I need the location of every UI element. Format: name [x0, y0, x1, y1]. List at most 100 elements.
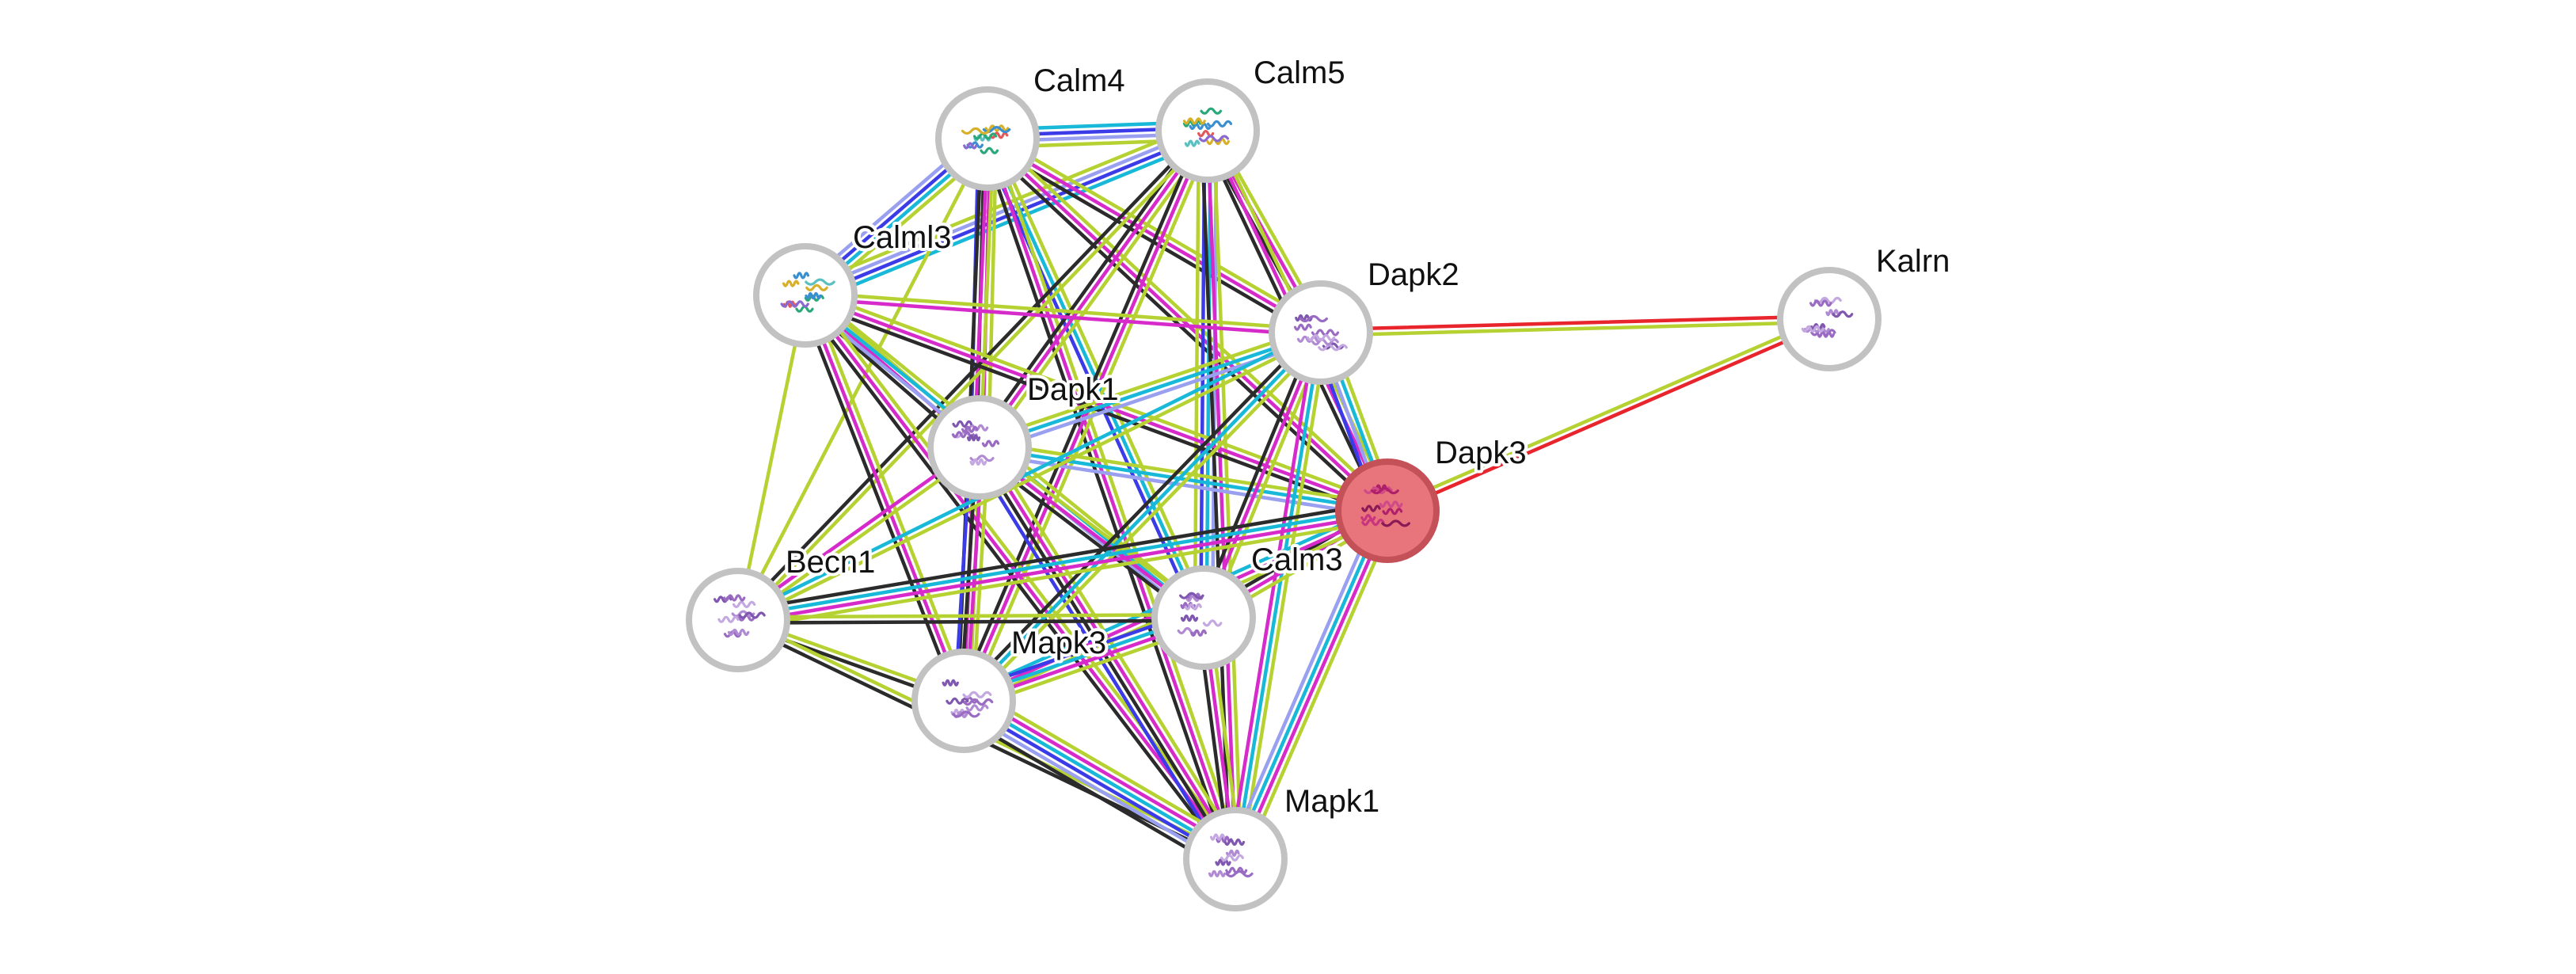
node-label-halo: Mapk1 [1284, 784, 1379, 819]
edge-dapk2-becn1[interactable] [735, 328, 1324, 625]
edge-evidence-textmining [809, 291, 972, 701]
edge-evidence-coexpression [797, 295, 961, 705]
edge-evidence-textmining [736, 613, 1206, 619]
edge-evidence-experiments [1236, 510, 1392, 862]
edge-evidence-textmining [1318, 320, 1832, 337]
node-label-halo: Dapk3 [1435, 436, 1527, 470]
edge-dapk3-mapk1[interactable] [1225, 505, 1398, 865]
node-label: Dapk1 [1027, 372, 1119, 407]
edge-evidence-textmining [738, 131, 1212, 624]
edge-evidence-databases [977, 330, 1323, 450]
edge-evidence-experiments [985, 136, 1238, 862]
protein-structure-icon [961, 124, 1011, 154]
edge-evidence-textmining [967, 131, 1216, 706]
edge-evidence-experiments [961, 128, 1210, 703]
edge-evidence-experiments [966, 691, 1242, 854]
edge-evidence-coexpression [980, 139, 1232, 863]
edge-dapk2-kalrn[interactable] [1318, 314, 1832, 337]
edge-calml3-becn1[interactable] [736, 293, 808, 622]
node-label-halo: Becn1 [786, 545, 875, 580]
edge-evidence-homology [1225, 505, 1381, 858]
node-label: Mapk3 [1011, 626, 1106, 660]
edge-evidence-experiments [736, 512, 1390, 625]
protein-structure-icon [780, 272, 835, 313]
node-label: Calm5 [1254, 55, 1345, 90]
edge-evidence-databases [963, 696, 1239, 859]
edge-evidence-coexpression [957, 326, 1318, 699]
protein-structure-icon [1208, 833, 1254, 878]
edge-evidence-experiments [803, 296, 1322, 337]
edge-evidence-textmining [1242, 512, 1398, 865]
edge-mapk3-mapk1[interactable] [954, 686, 1245, 874]
edge-calm5-becn1[interactable] [734, 127, 1212, 624]
protein-structure-icon [951, 420, 1000, 466]
edge-evidence-textmining [991, 135, 1243, 859]
node-bubble [1777, 267, 1882, 371]
protein-structure-icon [1177, 592, 1223, 637]
node-label: Becn1 [786, 545, 875, 580]
node-label-halo: Kalrn [1876, 244, 1950, 279]
edge-calm4-mapk1[interactable] [980, 135, 1243, 863]
edge-evidence-databases [1233, 330, 1323, 862]
edge-dapk3-kalrn[interactable] [1384, 314, 1832, 516]
edge-evidence-coexpression [734, 127, 1208, 620]
edge-evidence-databases [961, 330, 1323, 703]
protein-structure-icon [1293, 314, 1348, 352]
edge-calml3-dapk2[interactable] [803, 291, 1323, 337]
edge-evidence-databases [736, 506, 1389, 619]
node-label: Kalrn [1876, 244, 1950, 279]
edge-evidence-textmining [1239, 331, 1329, 862]
protein-structure-icon [1360, 484, 1410, 527]
edge-evidence-textmining [985, 440, 1245, 857]
edge-evidence-experiments [985, 136, 1323, 335]
node-label-halo: Dapk1 [1027, 372, 1119, 407]
edge-evidence-textmining [966, 334, 1327, 707]
edge-evidence-databases [977, 445, 1390, 513]
node-bubble [1155, 78, 1260, 183]
node-label: Calm4 [1033, 63, 1125, 98]
node-label: Mapk1 [1284, 784, 1379, 819]
edge-evidence-textmining [737, 333, 1324, 625]
node-bubble [1151, 565, 1256, 670]
edge-evidence-coexpression [982, 142, 1320, 340]
edge-evidence-coexpression [734, 500, 1388, 614]
edge-evidence-textmining [1212, 128, 1243, 861]
edge-evidence-textmining [737, 517, 1391, 631]
edge-becn1-calm3[interactable] [736, 613, 1206, 625]
protein-structure-icon [1182, 107, 1233, 147]
edge-evidence-textmining [976, 325, 1321, 444]
edge-evidence-experiments [1205, 128, 1238, 862]
edge-calml3-mapk3[interactable] [797, 291, 972, 705]
node-label: Dapk3 [1435, 436, 1527, 470]
edge-evidence-coexpression [736, 618, 1206, 625]
node-bubble [1269, 280, 1373, 385]
edge-evidence-experiments [803, 293, 966, 703]
edge-dapk2-mapk1[interactable] [1227, 329, 1329, 862]
node-label-halo: Dapk2 [1368, 257, 1459, 292]
edge-evidence-textmining [736, 293, 808, 622]
protein-structure-icon [942, 679, 994, 718]
edge-evidence-coexpression [954, 711, 1230, 874]
edge-evidence-experiments [1227, 329, 1317, 861]
edge-evidence-homology [957, 706, 1233, 869]
node-label-halo: Calm5 [1254, 55, 1345, 90]
edge-dapk2-mapk3[interactable] [957, 326, 1327, 707]
edge-dapk3-becn1[interactable] [734, 500, 1391, 631]
protein-structure-icon [1801, 296, 1854, 338]
node-label: Calml3 [853, 220, 951, 255]
node-label-halo: Mapk3 [1011, 626, 1106, 660]
edge-evidence-neighborhood [960, 701, 1236, 864]
